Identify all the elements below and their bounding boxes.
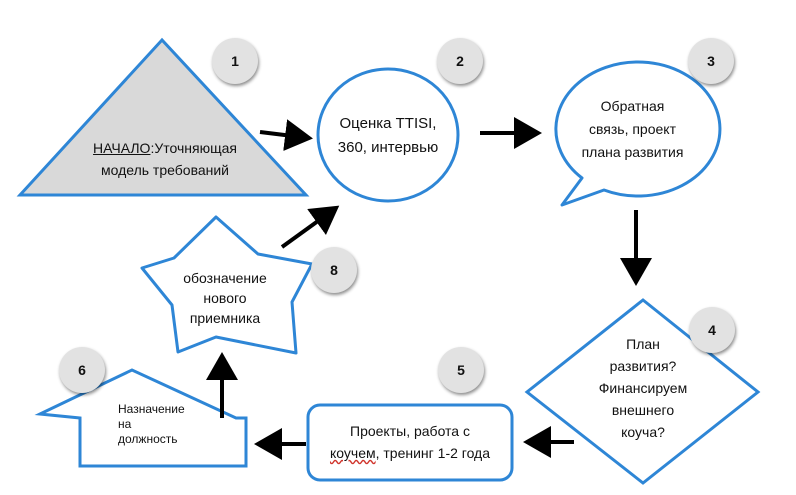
step-badge-6: 6 xyxy=(59,347,105,393)
feedback-label: Обратная связь, проект плана развития xyxy=(560,95,705,164)
feedback-label-line2: связь, проект xyxy=(589,121,676,137)
decision-label-line2: развития? xyxy=(609,358,677,374)
feedback-label-line1: Обратная xyxy=(600,98,665,114)
assessment-label: Оценка TTISI, 360, интервью xyxy=(318,112,458,160)
projects-label-line1: Проекты, работа с xyxy=(350,423,470,439)
successor-label-line1: обозначение xyxy=(183,270,267,286)
successor-label-line3: приемника xyxy=(189,310,261,326)
start-triangle-shape xyxy=(16,37,310,197)
appointment-label: Назначение на должность xyxy=(100,402,238,447)
assessment-label-line2: 360, интервью xyxy=(337,139,439,156)
decision-label-line1: План xyxy=(626,336,660,352)
decision-diamond-shape xyxy=(524,298,761,485)
step-badge-2: 2 xyxy=(437,38,483,84)
decision-label: План развития? Финансируем внешнего коуч… xyxy=(578,333,708,443)
successor-star-shape xyxy=(140,215,314,355)
appointment-label-line3: должность xyxy=(118,432,178,446)
appointment-house-shape xyxy=(34,368,248,468)
decision-label-line3: Финансируем xyxy=(598,380,688,396)
start-label-rest: :Уточняющая xyxy=(150,140,237,156)
successor-label-line2: нового xyxy=(203,290,247,306)
start-label: НАЧАЛО:Уточняющая модель требований xyxy=(70,137,260,181)
feedback-label-line3: плана развития xyxy=(581,144,684,160)
feedback-bubble-shape xyxy=(554,60,722,207)
step-badge-5: 5 xyxy=(438,347,484,393)
start-label-line2: модель требований xyxy=(100,162,230,178)
appointment-label-line1: Назначение xyxy=(118,402,185,416)
successor-label: обозначение нового приемника xyxy=(160,268,290,328)
step-badge-8: 8 xyxy=(311,247,357,293)
arrow-1-to-2 xyxy=(259,119,313,151)
projects-rect-shape xyxy=(306,403,514,482)
step-badge-4: 4 xyxy=(689,307,735,353)
projects-label-coach: коучем xyxy=(329,445,376,461)
assessment-ellipse-shape xyxy=(316,67,460,203)
step-badge-3: 3 xyxy=(688,38,734,84)
projects-label-line2-rest: , тренинг 1-2 года xyxy=(375,445,491,461)
assessment-label-line1: Оценка TTISI, xyxy=(339,115,437,132)
appointment-label-line2: на xyxy=(118,417,132,431)
projects-label: Проекты, работа с коучем, тренинг 1-2 го… xyxy=(310,420,510,464)
arrow-8-to-2 xyxy=(280,205,340,249)
decision-label-line4: внешнего xyxy=(611,402,675,418)
step-badge-1: 1 xyxy=(212,38,258,84)
start-label-prefix: НАЧАЛО xyxy=(93,140,151,156)
decision-label-line5: коуча? xyxy=(621,424,665,440)
